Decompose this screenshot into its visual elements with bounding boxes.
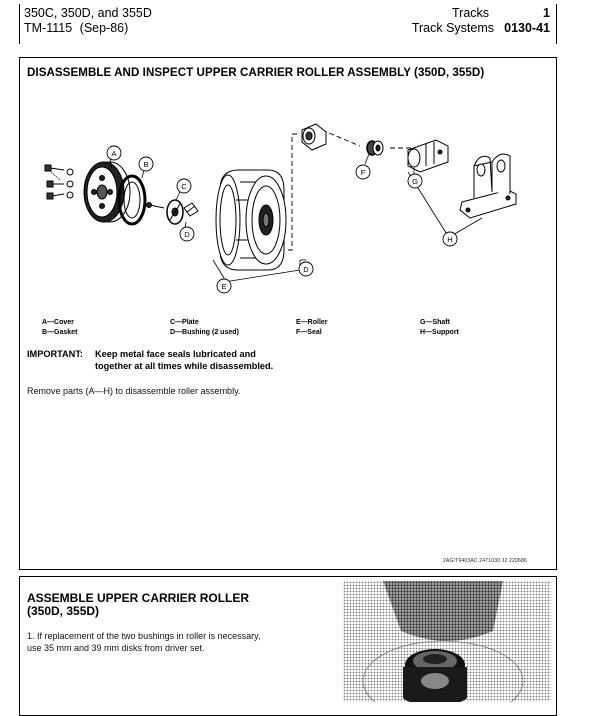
callout-h: H [442,231,458,247]
callout-a-label: A [111,149,116,158]
important-line-2: together at all times while disassembled… [95,361,274,371]
section-name: Tracks [452,6,490,20]
legend-bushing: D—Bushing (2 used) [170,329,239,336]
page-number: 1 [543,6,550,20]
step-1-line-1: 1. If replacement of the two bushings in… [27,631,261,641]
manual-line: TM-1115 (Sep-86) [24,21,128,36]
gasket-part-b [117,174,147,226]
callout-b: B [138,156,154,172]
bushing-part-d-2 [301,123,327,151]
assembly-photo [343,581,551,702]
exploded-view-diagram: A B C D E D F G H [44,123,517,294]
callout-h-label: H [447,235,452,244]
callout-g: G [407,173,423,189]
callout-a: A [106,145,122,161]
important-line-1: Keep metal face seals lubricated and [95,349,256,359]
instruction-text: Remove parts (A—H) to disassemble roller… [27,386,241,396]
callout-c: C [176,178,192,194]
cover-bolts [44,164,74,200]
model-line: 350C, 350D, and 355D [24,6,152,20]
assemble-title-line-1: ASSEMBLE UPPER CARRIER ROLLER [27,591,250,605]
callout-c-label: C [181,182,187,191]
leader-lines [109,153,483,283]
step-1-line-2: use 35 mm and 39 mm disks from driver se… [27,643,205,653]
legend-seal: F—Seal [296,329,322,336]
callout-e-label: E [221,282,226,291]
callout-d-label: D [184,230,190,239]
callout-f: F [355,164,371,180]
support-part-h [459,153,517,219]
legend-plate: C—Plate [170,319,199,326]
callout-g-label: G [412,177,418,186]
cover-part-a [44,161,131,223]
manual-date: (Sep-86) [79,21,129,35]
bushing-part-d [183,202,199,217]
important-label: IMPORTANT: [27,349,83,359]
legend-support: H—Support [420,329,459,336]
shaft-part-g [407,139,449,173]
group-code: 0130-41 [504,21,550,35]
legend-cover: A—Cover [42,319,74,326]
callout-b-label: B [143,160,148,169]
disassemble-title: DISASSEMBLE AND INSPECT UPPER CARRIER RO… [27,66,485,79]
assemble-title-line-2: (350D, 355D) [27,604,100,618]
callout-d: D [179,226,195,242]
figure-ref-code: 2AG/T6403AC 2471030 J2 220686 [443,558,527,564]
callout-f-label: F [361,168,366,177]
manual-number: TM-1115 [24,21,73,35]
legend-shaft: G—Shaft [420,319,450,326]
group-name: Track Systems [411,21,494,35]
callout-d-second-label: D [303,265,309,274]
legend-gasket: B—Gasket [42,329,78,336]
header-left-rule [19,4,20,44]
callout-d-second: D [298,261,314,277]
seal-part-f [366,140,384,156]
callout-e: E [216,278,232,294]
header-right-rule [556,4,557,44]
disassemble-panel [19,57,557,570]
legend-roller: E—Roller [296,319,328,326]
plate-part-c [146,199,184,225]
roller-part-e [215,169,287,271]
